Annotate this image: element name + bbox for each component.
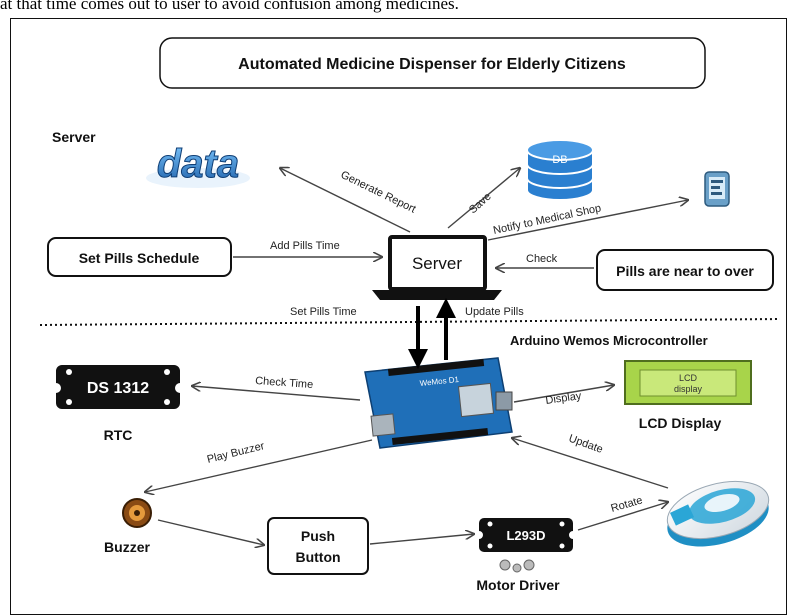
edge-display: Display	[545, 390, 583, 407]
block-diagram: Automated Medicine Dispenser for Elderly…	[39, 37, 781, 593]
push-button-line1: Push	[301, 528, 335, 544]
caption-text: at that time comes out to user to avoid …	[0, 0, 459, 13]
lcd-line2: display	[674, 384, 703, 394]
arrow-update	[512, 438, 669, 489]
set-pills-schedule-box: Set Pills Schedule	[47, 237, 232, 277]
edge-add-pills-time: Add Pills Time	[270, 240, 340, 252]
push-button-line2: Button	[295, 549, 340, 565]
phone-icon	[704, 171, 730, 207]
lcd-display-label: LCD Display	[639, 415, 722, 431]
arrow-save	[447, 168, 520, 229]
arrow-button-to-motor	[369, 534, 474, 545]
database-icon: DB	[526, 139, 594, 201]
arrow-play-buzzer	[145, 439, 373, 492]
buzzer-icon	[122, 498, 152, 528]
arrow-buzzer-to-button	[157, 519, 264, 545]
pills-near-over-label: Pills are near to over	[616, 263, 754, 279]
lcd-display-icon: LCD display	[624, 360, 752, 405]
arrow-check-time	[192, 386, 361, 401]
buzzer-label: Buzzer	[104, 539, 150, 555]
arduino-wemos-board: WeMos D1	[364, 357, 513, 449]
arrow-generate-report	[280, 168, 411, 233]
pills-near-over-box: Pills are near to over	[596, 249, 774, 291]
lcd-line1: LCD	[679, 373, 698, 383]
arrow-rotate	[577, 502, 668, 531]
arrow-notify	[487, 200, 688, 241]
pill-dispenser-icon	[666, 481, 770, 547]
database-icon-text: DB	[552, 154, 567, 166]
arrow-display	[513, 385, 614, 403]
title-text: Automated Medicine Dispenser for Elderly…	[238, 56, 626, 73]
edge-check-time: Check Time	[255, 375, 314, 391]
edge-play-buzzer: Play Buzzer	[206, 440, 266, 466]
rtc-label: RTC	[104, 427, 133, 443]
motor-driver-icon: L293D	[479, 518, 573, 573]
push-button-box: Push Button	[267, 517, 369, 575]
edge-update-pills: Update Pills	[465, 306, 524, 318]
edge-generate-report: Generate Report	[339, 169, 418, 216]
motor-chip-text: L293D	[506, 528, 545, 543]
separator-line	[39, 318, 781, 326]
title-box: Automated Medicine Dispenser for Elderly…	[159, 37, 706, 89]
server-section-label: Server	[52, 129, 96, 145]
edge-notify: Notify to Medical Shop	[492, 202, 602, 237]
data-icon: data	[146, 142, 250, 188]
laptop-server-icon: Server	[372, 235, 502, 300]
edge-save: Save	[467, 191, 494, 217]
edge-check: Check	[526, 253, 558, 265]
microcontroller-label: Arduino Wemos Microcontroller	[510, 333, 708, 348]
edge-rotate: Rotate	[610, 494, 644, 514]
set-pills-schedule-label: Set Pills Schedule	[79, 250, 200, 266]
rtc-chip-text: DS 1312	[87, 380, 149, 397]
server-box-label: Server	[412, 254, 462, 273]
motor-driver-label: Motor Driver	[476, 577, 560, 593]
rtc-chip-icon: DS 1312	[56, 365, 180, 409]
edge-update: Update	[567, 433, 604, 456]
data-icon-text: data	[157, 142, 239, 186]
edge-set-pills-time: Set Pills Time	[290, 306, 357, 318]
board-text: WeMos D1	[419, 375, 460, 388]
